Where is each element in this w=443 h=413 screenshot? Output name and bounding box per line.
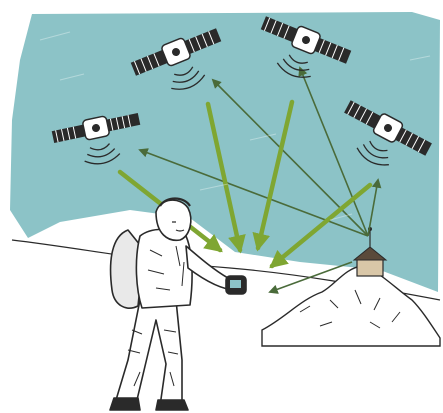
sky-wash (10, 12, 440, 292)
gps-receiver (226, 276, 246, 294)
